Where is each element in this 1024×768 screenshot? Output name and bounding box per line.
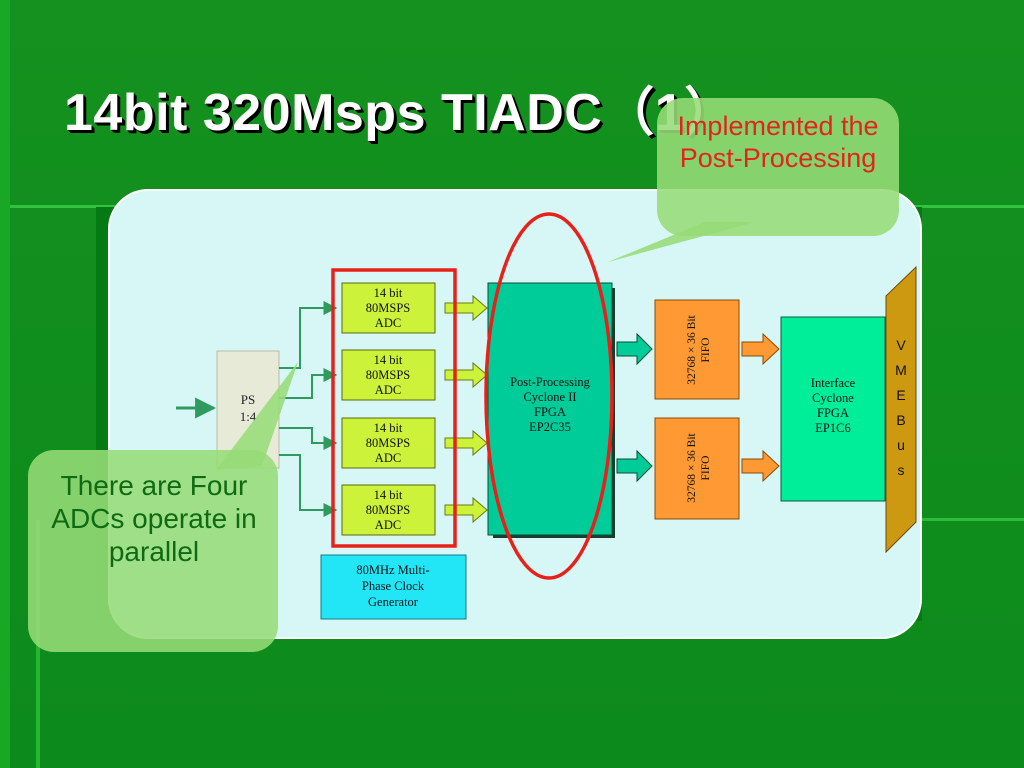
fifo-1: 32768 × 36 Bit FIFO	[654, 299, 740, 400]
post-processing-fpga-box	[487, 282, 613, 536]
adc-rate: 80MSPS	[366, 368, 411, 382]
vme-letter: u	[897, 437, 905, 453]
fpga-title: Post-Processing	[510, 375, 591, 389]
fpga-to-fifo-arrows	[616, 332, 653, 483]
adc-highlight-rectangle	[331, 268, 457, 548]
vme-letter: B	[896, 412, 905, 428]
interface-type: FPGA	[817, 406, 849, 420]
ps-to-adc-connectors	[279, 301, 338, 517]
callout-implemented	[657, 98, 899, 236]
interface-part: EP1C6	[815, 421, 850, 435]
clock-line-3: Generator	[368, 595, 419, 609]
interface-family: Cyclone	[812, 391, 854, 405]
vme-bus-label: V M E B u s	[895, 337, 907, 478]
adc-type: ADC	[375, 316, 401, 330]
callout-left-pointer	[216, 362, 298, 470]
fpga-highlight-ellipse	[484, 212, 614, 580]
fpga-part: EP2C35	[529, 420, 571, 434]
fpga-family: Cyclone II	[523, 390, 576, 404]
adc-to-fpga-arrows	[444, 294, 488, 524]
block-arrow-fifo-2	[616, 449, 653, 483]
block-arrow-4	[444, 496, 488, 524]
adc-type: ADC	[375, 383, 401, 397]
fifo-label: FIFO	[700, 456, 712, 481]
connector-adc-1	[279, 301, 338, 369]
fifo-size: 32768 × 36 Bit	[686, 314, 698, 384]
adc-bits: 14 bit	[374, 421, 403, 435]
adc-bits: 14 bit	[374, 488, 403, 502]
background-stripe-left	[0, 0, 10, 768]
fpga-type: FPGA	[534, 405, 566, 419]
block-arrow-if-1	[741, 332, 780, 366]
connector-adc-2	[279, 368, 338, 399]
connector-adc-3	[279, 427, 338, 450]
block-arrow-1	[444, 294, 488, 322]
interface-title: Interface	[811, 376, 856, 390]
adc-box	[341, 349, 436, 401]
background-stripe-right	[922, 518, 1024, 521]
adc-box	[341, 484, 436, 536]
adc-bits: 14 bit	[374, 353, 403, 367]
slide-title: 14bit 320Msps TIADC（1）	[64, 84, 737, 142]
block-arrow-3	[444, 429, 488, 457]
clock-line-1: 80MHz Multi-	[356, 563, 429, 577]
adc-type: ADC	[375, 451, 401, 465]
fifo-to-interface-arrows	[741, 332, 780, 483]
clock-generator-box	[320, 554, 467, 620]
callout-parallel	[28, 450, 278, 652]
fifo-2: 32768 × 36 Bit FIFO	[654, 417, 740, 520]
adc-rate: 80MSPS	[366, 503, 411, 517]
block-arrow-if-2	[741, 449, 780, 483]
fifo-box	[654, 417, 740, 520]
callout-parallel-text: There are Four ADCs operate in parallel	[51, 470, 257, 567]
vme-letter: M	[895, 362, 907, 378]
adc-bits: 14 bit	[374, 286, 403, 300]
connector-adc-4	[279, 454, 338, 517]
fifo-label: FIFO	[700, 338, 712, 363]
adc-rate: 80MSPS	[366, 436, 411, 450]
callout-implemented-text: Implemented the Post-Processing	[677, 111, 879, 174]
block-arrow-2	[444, 361, 488, 389]
vme-letter: E	[896, 387, 905, 403]
adc-3: 14 bit 80MSPS ADC	[341, 417, 436, 469]
adc-type: ADC	[375, 518, 401, 532]
fifo-size: 32768 × 36 Bit	[686, 432, 698, 502]
adc-1: 14 bit 80MSPS ADC	[341, 282, 436, 334]
adc-2: 14 bit 80MSPS ADC	[341, 349, 436, 401]
adc-box	[341, 282, 436, 334]
adc-rate: 80MSPS	[366, 301, 411, 315]
adc-4: 14 bit 80MSPS ADC	[341, 484, 436, 536]
fifo-box	[654, 299, 740, 400]
clock-line-2: Phase Clock	[362, 579, 425, 593]
ps-label: PS	[241, 392, 255, 407]
vme-bus-shape	[885, 265, 917, 554]
block-arrow-fifo-1	[616, 332, 653, 366]
adc-box	[341, 417, 436, 469]
vme-letter: V	[896, 337, 906, 353]
interface-fpga-box	[780, 316, 886, 502]
ps-ratio: 1:4	[240, 409, 257, 424]
vme-letter: s	[898, 462, 905, 478]
